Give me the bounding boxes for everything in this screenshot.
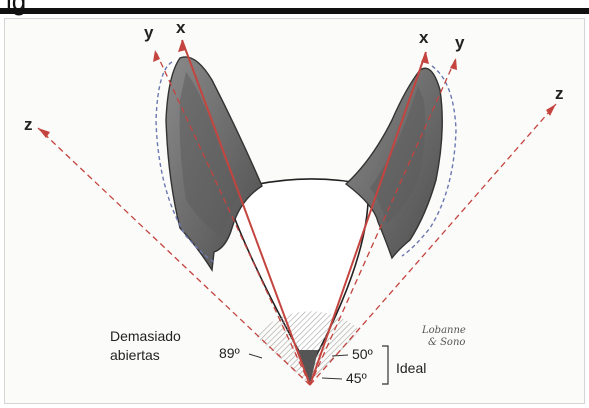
angle-45-label: 45º [346, 370, 367, 386]
left-z-label: z [24, 115, 33, 134]
ideal-label: Ideal [396, 360, 426, 376]
tick-45 [322, 378, 342, 379]
too-open-line1: Demasiado [110, 328, 181, 344]
right-y-arrow [450, 58, 457, 70]
angle-89-label: 89º [219, 345, 240, 361]
ideal-bracket [382, 346, 388, 384]
signature-line1: Lobanne [421, 325, 466, 336]
left-z-arrow [38, 128, 50, 138]
right-x-label: x [419, 28, 429, 47]
left-x-label: x [176, 18, 186, 37]
axis-arrowheads [38, 40, 556, 138]
left-y-label: y [144, 23, 154, 42]
right-y-label: y [455, 33, 465, 52]
right-z-label: z [555, 84, 564, 103]
tick-89 [249, 354, 262, 358]
too-open-line2: abiertas [110, 347, 160, 363]
left-y-arrow [153, 50, 160, 62]
angle-50-label: 50º [352, 346, 373, 362]
signature-line2: & Sono [428, 337, 465, 348]
